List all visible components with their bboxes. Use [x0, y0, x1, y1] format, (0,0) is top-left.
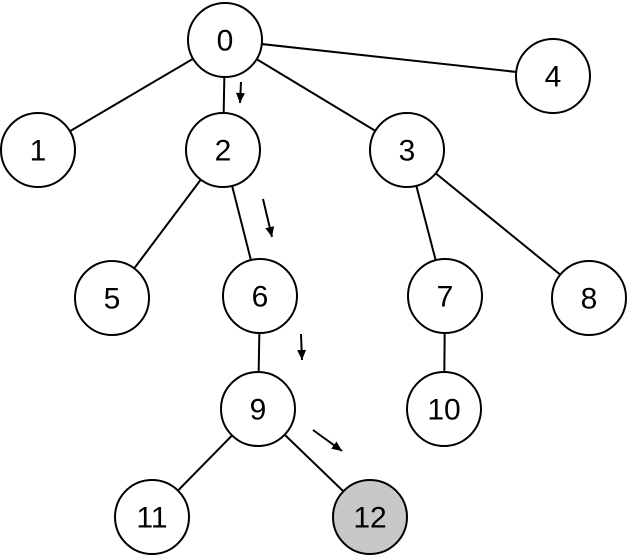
- node-circle-9: [220, 371, 296, 447]
- node-circle-10: [406, 371, 482, 447]
- node-circle-3: [369, 112, 445, 188]
- node-circle-5: [74, 260, 150, 336]
- node-circle-12: [332, 479, 408, 555]
- edge-3-8: [406, 149, 590, 299]
- path-arrow-6-9: [297, 333, 307, 361]
- node-label-12: 12: [353, 502, 386, 535]
- node-circle-1: [0, 112, 76, 188]
- node-circle-11: [114, 479, 190, 555]
- edge-0-4: [224, 39, 554, 77]
- node-12: 12: [332, 479, 408, 555]
- node-label-3: 3: [399, 135, 416, 168]
- node-11: 11: [114, 479, 190, 555]
- node-1: 1: [0, 112, 76, 188]
- node-label-0: 0: [217, 25, 234, 58]
- node-label-11: 11: [136, 502, 167, 535]
- node-0: 0: [187, 2, 263, 78]
- path-arrow-0-2: [235, 81, 245, 104]
- node-7: 7: [407, 258, 483, 334]
- node-label-7: 7: [437, 281, 454, 314]
- path-arrow-9-12: [312, 429, 343, 452]
- node-label-10: 10: [427, 394, 460, 427]
- node-3: 3: [369, 112, 445, 188]
- node-label-6: 6: [252, 281, 269, 314]
- node-circle-7: [407, 258, 483, 334]
- node-10: 10: [406, 371, 482, 447]
- node-label-8: 8: [581, 283, 598, 316]
- node-label-9: 9: [250, 394, 267, 427]
- node-circle-8: [551, 260, 627, 336]
- node-circle-0: [187, 2, 263, 78]
- node-circle-2: [185, 112, 261, 188]
- node-circle-4: [515, 38, 591, 114]
- node-9: 9: [220, 371, 296, 447]
- node-label-4: 4: [545, 61, 562, 94]
- node-2: 2: [185, 112, 261, 188]
- node-8: 8: [551, 260, 627, 336]
- node-5: 5: [74, 260, 150, 336]
- node-circle-6: [222, 258, 298, 334]
- node-4: 4: [515, 38, 591, 114]
- path-arrow-2-6: [262, 198, 275, 238]
- node-label-5: 5: [104, 283, 121, 316]
- node-label-2: 2: [215, 135, 232, 168]
- path-arrows-layer: [235, 81, 343, 452]
- node-6: 6: [222, 258, 298, 334]
- node-label-1: 1: [30, 135, 47, 168]
